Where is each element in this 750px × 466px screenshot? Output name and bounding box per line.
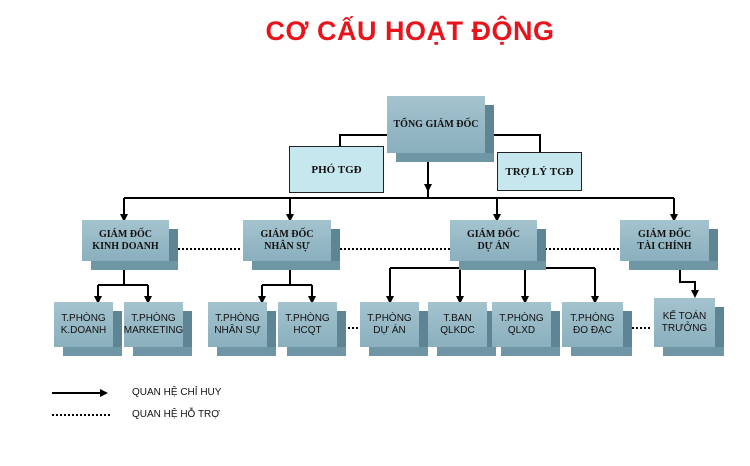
legend-command-label: QUAN HỆ CHỈ HUY	[132, 387, 222, 398]
legend-support-label: QUAN HỆ HỖ TRỢ	[132, 409, 220, 420]
tp-da-line2: DỰ ÁN	[373, 324, 406, 336]
node-pho-tgd: PHÓ TGĐ	[289, 146, 384, 193]
tp-ns-line1: T.PHÒNG	[215, 312, 260, 324]
page-title: CƠ CẤU HOẠT ĐỘNG	[265, 16, 555, 46]
tp-hcqt-line1: T.PHÒNG	[285, 312, 330, 324]
tp-qlxd-line2: QLXD	[507, 324, 536, 336]
ketoan-line2: TRƯỞNG	[661, 322, 708, 334]
tp-ns-line2: NHÂN SỰ	[214, 324, 261, 336]
gd-tc-line1: GIÁM ĐỐC	[637, 228, 692, 240]
tp-kd-line2: K.DOANH	[60, 324, 107, 336]
tb-qlkdc-line1: T.BAN	[443, 312, 472, 324]
tp-dd-line1: T.PHÒNG	[570, 312, 615, 324]
connector-tgd-troly	[490, 134, 541, 155]
ketoan-line1: KẾ TOÁN	[662, 310, 707, 322]
gd-da-line1: GIÁM ĐỐC	[466, 228, 521, 240]
gd-ns-line1: GIÁM ĐỐC	[260, 228, 314, 240]
tp-kd-line1: T.PHÒNG	[61, 312, 106, 324]
tp-qlxd-line1: T.PHÒNG	[499, 312, 544, 324]
arrow-to-ketoan	[679, 268, 699, 298]
gd-ns-line2: NHÂN SỰ	[264, 240, 310, 252]
node-tong-giam-doc: TỔNG GIÁM ĐỐC	[387, 96, 494, 162]
tp-dd-line2: ĐO ĐẠC	[573, 324, 612, 336]
node-tong-giam-doc-label: TỔNG GIÁM ĐỐC	[393, 118, 479, 130]
tp-da-line1: T.PHÒNG	[367, 312, 412, 324]
tb-qlkdc-line2: QLKDC	[440, 324, 475, 336]
gd-da-line2: DỰ ÁN	[477, 240, 510, 252]
connector-tgd-photgd	[339, 134, 390, 150]
gd-kd-line2: KINH DOANH	[92, 240, 159, 252]
tp-mkt-line2: MARKETING	[123, 324, 184, 336]
tp-hcqt-line2: HCQT	[293, 324, 322, 336]
tp-mkt-line1: T.PHÒNG	[131, 312, 176, 324]
gd-kd-line1: GIÁM ĐỐC	[98, 228, 153, 240]
gd-tc-line2: TÀI CHÍNH	[637, 240, 692, 252]
node-tro-ly-tgd: TRỢ LÝ TGĐ	[497, 152, 582, 191]
